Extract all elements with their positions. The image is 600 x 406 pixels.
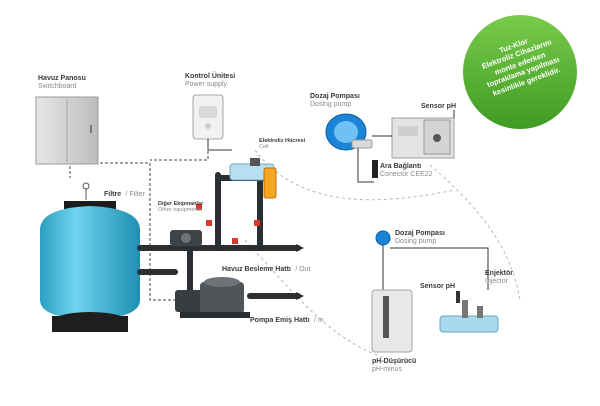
electrolysis-cell-device [229, 158, 277, 199]
sensor-ph-bottom-label: Sensor pH [420, 283, 455, 291]
dosing-pump-bottom-device [375, 230, 489, 292]
other-equipment-device [170, 230, 202, 246]
connector-label-tr: Ara Bağlantı [380, 163, 422, 170]
pool-pump [175, 277, 250, 318]
sensor-ph-bottom-label-tr: Sensor pH [420, 283, 456, 290]
ph-minus-container [371, 289, 413, 353]
dosing-pump-top-label-en: Dosing pump [310, 100, 352, 108]
control-unit-device [192, 94, 232, 151]
connector-label: Ara Bağlantı Conector CEE22 [380, 163, 433, 178]
in-line-label-tr: Pompa Emiş Hattı [250, 317, 310, 324]
control-unit-label-tr: Kontrol Ünitesi [185, 73, 236, 80]
out-line-label-en: Out [299, 266, 311, 273]
injector-label-en: Injector [485, 277, 508, 285]
switchboard-label-tr: Havuz Panosu [38, 75, 86, 82]
control-to-switch-line [150, 146, 209, 161]
switchboard-label-en: Switchboard [38, 82, 77, 90]
electrolysis-cell-label-tr: Elektroliz Hücresi [259, 138, 306, 144]
sensor-ph-top-label-tr: Sensor pH [421, 103, 457, 110]
dosing-pump-top-device [325, 113, 374, 183]
pipe-network [137, 172, 301, 299]
dosing-pump-top-label: Dozaj Pompası Dosing pump [310, 93, 360, 108]
filter-label-tr: Filtre [104, 191, 122, 198]
dosing-pump-bottom-label-en: Dosing pump [395, 237, 437, 245]
switchboard-cabinet [35, 96, 99, 165]
injector-label-tr: Enjektör [485, 270, 514, 277]
connector-device [372, 160, 378, 178]
electrolysis-cell-label: Elektroliz Hücresi Cell [259, 138, 305, 150]
control-unit-label-en: Power supply [185, 80, 228, 88]
filter-tank [40, 182, 140, 332]
dosing-pump-top-label-tr: Dozaj Pompası [310, 93, 360, 100]
ph-minus-label-tr: pH-Düşürücü [372, 358, 417, 365]
sensor-injector-assembly [439, 291, 499, 333]
injector-label: Enjektör Injector [485, 270, 513, 285]
in-line-label-en: In [317, 317, 324, 324]
out-line-label-tr: Havuz Besleme Hattı [222, 266, 291, 273]
ph-minus-label-en: pH-minus [372, 365, 402, 373]
other-equipment-label-en: Other equipments [158, 207, 202, 214]
flow-arrows [296, 244, 304, 300]
electrolysis-cell-label-en: Cell [259, 144, 269, 151]
filter-label-en: Filter [129, 191, 146, 198]
out-line-label: Havuz Besleme Hattı / Out [222, 266, 311, 273]
control-unit-label: Kontrol Ünitesi Power supply [185, 73, 235, 88]
connector-label-en: Conector CEE22 [380, 170, 433, 178]
in-line-label: Pompa Emiş Hattı / In [250, 317, 324, 324]
other-equipment-label: Diğer Ekipmanlar Other equipments [158, 201, 203, 213]
filter-label: Filtre / Filter [104, 191, 146, 198]
sensor-panel-top [372, 110, 455, 159]
dosing-pump-bottom-label-tr: Dozaj Pompası [395, 230, 445, 237]
dosing-pump-bottom-label: Dozaj Pompası Dosing pump [395, 230, 445, 245]
valves [196, 204, 260, 244]
switchboard-label: Havuz Panosu Switchboard [38, 75, 86, 90]
ph-minus-label: pH-Düşürücü pH-minus [372, 358, 416, 373]
sensor-ph-top-label: Sensor pH [421, 103, 456, 111]
other-equipment-label-tr: Diğer Ekipmanlar [158, 201, 204, 207]
